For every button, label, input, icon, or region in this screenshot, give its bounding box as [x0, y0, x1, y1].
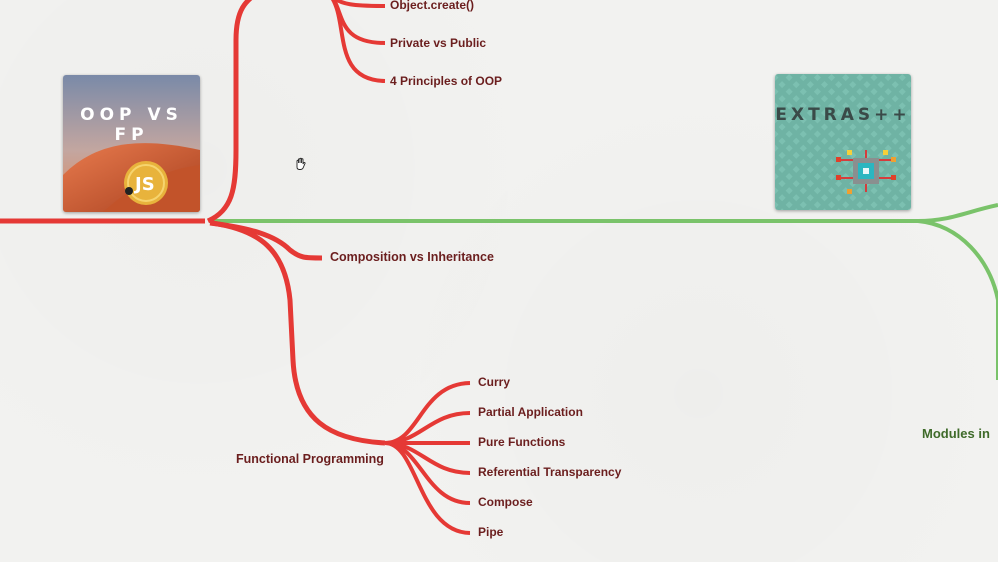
node-curry[interactable]: Curry [478, 375, 511, 389]
extras-image [775, 74, 911, 210]
node-referential-transparency[interactable]: Referential Transparency [478, 465, 622, 479]
oop-vs-fp-title: OOP VS FP [80, 105, 183, 145]
branch-pipe [384, 441, 471, 535]
node-composition-vs-inheritance[interactable]: Composition vs Inheritance [330, 250, 494, 264]
node-compose[interactable]: Compose [478, 495, 533, 509]
extras-title: EXTRAS++ [775, 105, 911, 125]
grab-hand-icon [296, 157, 306, 170]
branch-fp [211, 220, 386, 446]
node-functional-programming[interactable]: Functional Programming [236, 452, 384, 466]
node-pure-functions[interactable]: Pure Functions [478, 435, 566, 449]
oop-vs-fp-thumbnail[interactable]: OOP VS FP JS [63, 75, 200, 212]
oop-vs-fp-image [63, 75, 200, 212]
green-fork-top [917, 203, 998, 223]
node-four-principles[interactable]: 4 Principles of OOP [390, 74, 503, 88]
node-modules[interactable]: Modules in [922, 426, 990, 441]
branch-up [206, 0, 253, 224]
node-private-vs-public[interactable]: Private vs Public [390, 36, 487, 50]
js-badge: JS [135, 174, 155, 195]
extras-thumbnail[interactable]: EXTRAS++ [775, 74, 911, 210]
node-object-create[interactable]: Object.create() [390, 0, 475, 12]
green-fork-down [917, 219, 998, 380]
node-pipe[interactable]: Pipe [478, 525, 504, 539]
branch-obj-create [333, 0, 386, 8]
node-partial-application[interactable]: Partial Application [478, 405, 583, 419]
branch-four-principles [330, 0, 386, 83]
